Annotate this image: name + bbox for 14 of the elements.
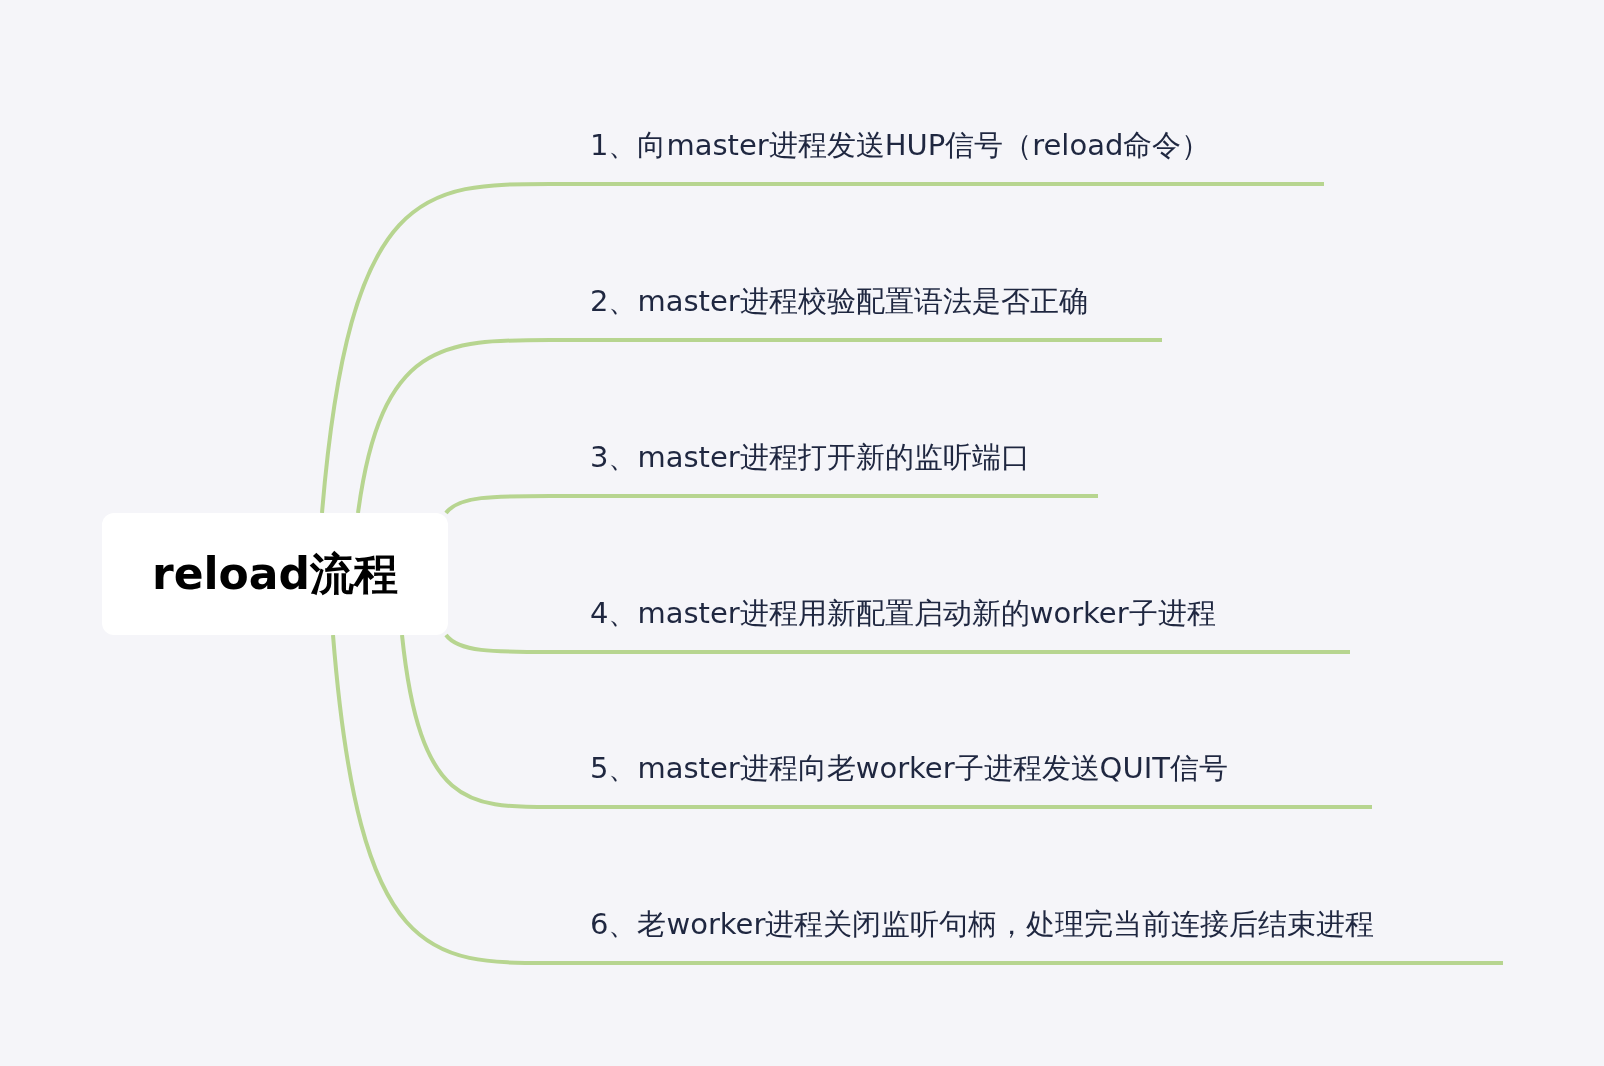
branch-connector bbox=[444, 494, 550, 515]
branch-topic-text: 4、master进程用新配置启动新的worker子进程 bbox=[590, 595, 1216, 632]
branch-topic-text: 3、master进程打开新的监听端口 bbox=[590, 439, 1030, 476]
branch-connector bbox=[444, 633, 550, 654]
branch-connector bbox=[320, 182, 550, 514]
branch-connector bbox=[356, 338, 550, 514]
branch-connector bbox=[400, 634, 550, 809]
root-topic-card bbox=[102, 513, 448, 635]
branch-topic-text: 1、向master进程发送HUP信号（reload命令） bbox=[590, 127, 1211, 164]
branch-topic-text: 5、master进程向老worker子进程发送QUIT信号 bbox=[590, 750, 1228, 787]
branch-topic-text: 6、老worker进程关闭监听句柄，处理完当前连接后结束进程 bbox=[590, 906, 1375, 943]
branch-topic-text: 2、master进程校验配置语法是否正确 bbox=[590, 283, 1088, 320]
branch-connector bbox=[331, 634, 550, 965]
root-topic-text: reload流程 bbox=[151, 546, 398, 601]
